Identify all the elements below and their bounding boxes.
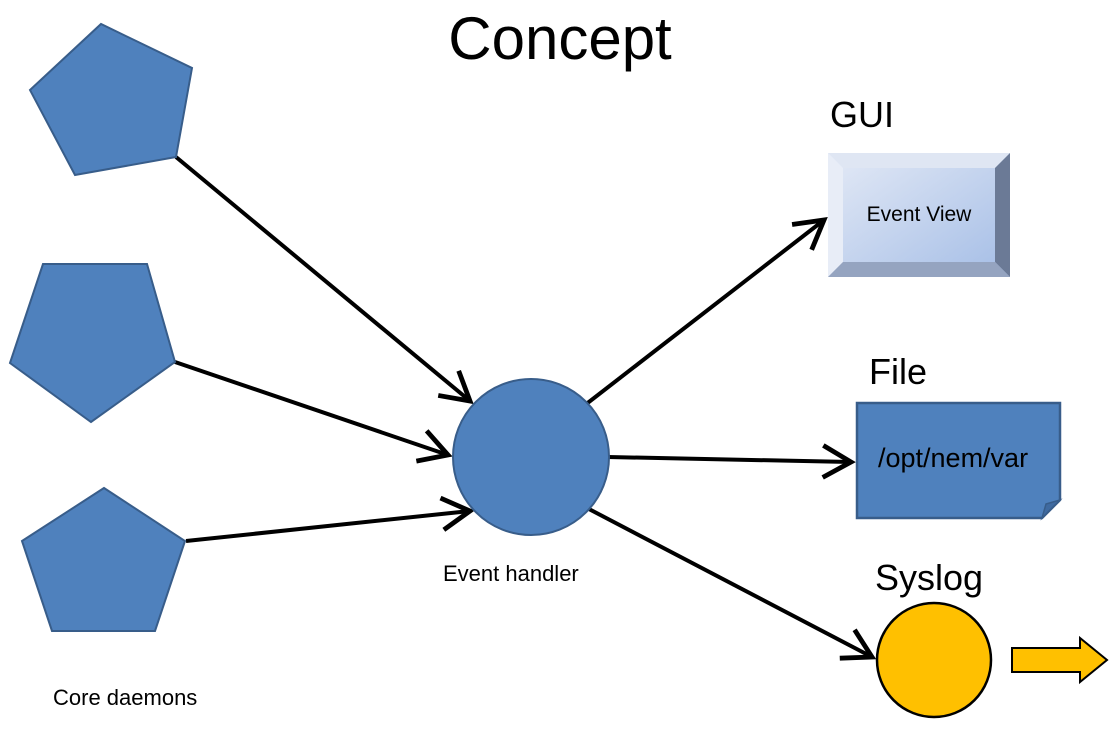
arrow-daemon3-handler: [185, 495, 475, 543]
syslog-heading: Syslog: [875, 557, 984, 598]
file-path-label: /opt/nem/var: [878, 443, 1029, 473]
event-handler-label: Event handler: [443, 561, 579, 586]
event-handler-circle: [452, 378, 610, 536]
core-daemon-pentagon: [8, 263, 177, 424]
syslog-forward-arrow-icon: [1011, 635, 1109, 685]
diagram-title: Concept: [448, 5, 672, 72]
arrow-handler-gui: [583, 217, 828, 407]
event-view-label: Event View: [866, 203, 972, 226]
arrow-handler-file: [607, 443, 856, 480]
gui-heading: GUI: [830, 94, 895, 135]
core-daemons-label: Core daemons: [53, 685, 198, 710]
core-daemon-pentagon: [20, 486, 187, 632]
syslog-circle: [875, 601, 993, 719]
event-view-box: [828, 153, 1010, 277]
arrow-daemon1-handler: [174, 155, 474, 405]
file-heading: File: [869, 351, 928, 392]
core-daemon-pentagon: [28, 22, 194, 177]
arrow-daemon2-handler: [174, 360, 453, 464]
file-shape: [855, 401, 1063, 521]
arrow-handler-syslog: [586, 506, 877, 661]
